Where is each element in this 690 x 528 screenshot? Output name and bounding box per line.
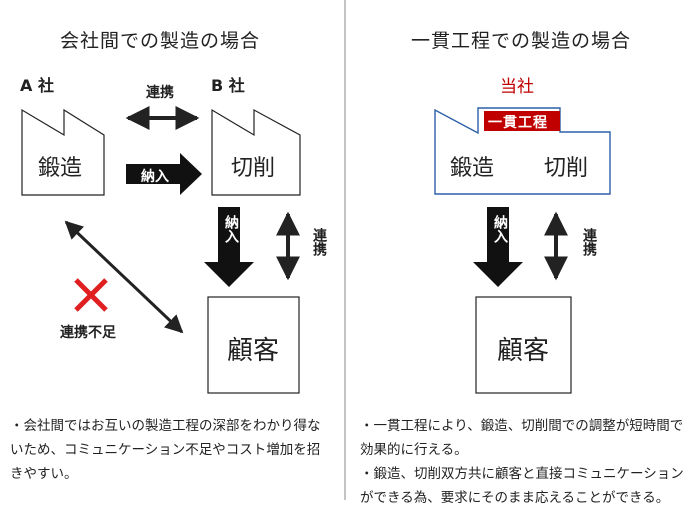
customer-box-left (207, 296, 300, 394)
factory-b-shape (211, 108, 301, 196)
left-title: 会社間での製造の場合 (60, 30, 261, 52)
our-company-label: 当社 (500, 77, 534, 97)
company-a-label: A 社 (20, 76, 54, 95)
customer-label-left: 顧客 (227, 336, 280, 366)
forging-label-right: 鍛造 (450, 156, 495, 181)
cooperation-label-top: 連携 (146, 85, 174, 101)
customer-label-right: 顧客 (497, 336, 550, 366)
integrated-badge-bg (484, 111, 560, 131)
customer-box-right (475, 296, 572, 394)
delivery-label-vertical-left: 納入 (223, 215, 239, 243)
right-note-1: ・一貫工程により、鍛造、切削間での調整が短時間で効果的に行える。 (360, 418, 684, 458)
company-b-label: B 社 (211, 76, 245, 95)
cooperation-label-vertical-right: 連携 (581, 228, 597, 256)
right-note-2: ・鍛造、切削双方共に顧客と直接コミュニケーションができる為、要求にそのまま応える… (360, 466, 684, 506)
integrated-badge-label: 一貫工程 (488, 115, 548, 131)
red-x-icon (74, 278, 108, 312)
delivery-arrow-vertical-right (473, 207, 523, 287)
delivery-label-horizontal: 納入 (141, 169, 169, 185)
cutting-label-right: 切削 (544, 156, 589, 181)
left-note: ・会社間ではお互いの製造工程の深部をわかり得ないため、コミュニケーション不足やコ… (10, 418, 321, 482)
diagonal-cooperation-arrow (64, 220, 184, 334)
delivery-arrow-horizontal (126, 153, 202, 195)
integrated-factory-shape (434, 107, 611, 195)
right-title: 一貫工程での製造の場合 (411, 30, 632, 52)
delivery-label-vertical-right: 納入 (492, 215, 508, 243)
cutting-label-left: 切削 (231, 156, 276, 181)
forging-label-left: 鍛造 (38, 156, 83, 181)
cooperation-label-vertical-left: 連携 (311, 228, 327, 256)
lack-of-cooperation-label: 連携不足 (60, 325, 116, 341)
factory-a-shape (21, 108, 105, 196)
delivery-arrow-vertical-left (204, 207, 254, 287)
